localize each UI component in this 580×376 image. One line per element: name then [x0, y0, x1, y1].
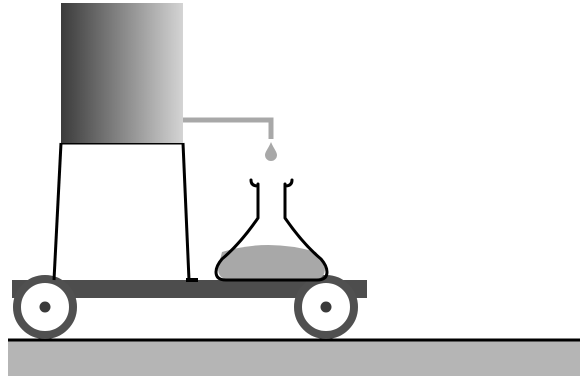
- stand-right-leg: [181, 142, 191, 281]
- water-tank-icon: [61, 3, 183, 143]
- flask-liquid: [218, 245, 325, 279]
- stand-left-leg: [52, 142, 63, 281]
- tank-stand: [52, 141, 198, 282]
- water-drop-icon: [265, 142, 277, 161]
- right-wheel-hub: [320, 301, 332, 313]
- ground: [8, 338, 580, 376]
- left-wheel-hub: [39, 301, 51, 313]
- stand-foot: [186, 278, 198, 282]
- wheel-icon: [13, 275, 77, 339]
- wheel-icon: [294, 275, 358, 339]
- erlenmeyer-flask-icon: [214, 178, 329, 282]
- ground-slab: [8, 340, 580, 376]
- cart-platform: [12, 280, 367, 298]
- drip-pipe: [183, 117, 274, 139]
